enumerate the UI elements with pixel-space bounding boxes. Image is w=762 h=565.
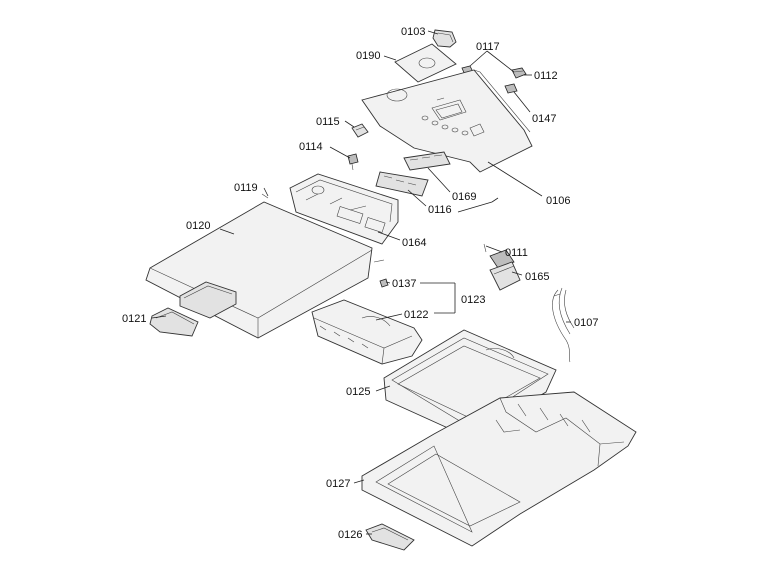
label-0114: 0114	[299, 141, 323, 153]
button-strip-0116	[375, 171, 429, 197]
label-0125: 0125	[346, 386, 370, 398]
label-0137: 0137	[392, 278, 416, 290]
screw-0119	[261, 193, 269, 199]
part-0126	[365, 523, 415, 551]
handle-0121	[149, 307, 199, 337]
part-labels: 0103 0190 0117 0112 0147 0115 0114 0169 …	[122, 26, 598, 541]
label-0169: 0169	[452, 191, 476, 203]
label-sheet-0190	[394, 43, 457, 83]
clip-0115	[351, 123, 369, 138]
label-0111: 0111	[505, 247, 528, 259]
label-0164: 0164	[402, 237, 426, 249]
label-0107: 0107	[574, 317, 598, 329]
part-0114	[347, 153, 359, 171]
electronic-board-0164	[289, 173, 399, 245]
label-0190: 0190	[356, 50, 380, 62]
label-0119: 0119	[234, 182, 258, 194]
part-0112	[511, 67, 527, 79]
base-frame-0127	[361, 391, 637, 547]
label-0127: 0127	[326, 478, 350, 490]
part-0147	[504, 83, 518, 94]
lid-0120	[145, 201, 373, 339]
label-0121: 0121	[122, 313, 146, 325]
label-0117: 0117	[476, 41, 500, 53]
wire-harness-0107	[552, 287, 575, 363]
label-0115: 0115	[316, 116, 340, 128]
control-panel-0106	[361, 69, 533, 173]
clip-0137	[379, 278, 389, 288]
label-0103: 0103	[401, 26, 425, 38]
knob-0103	[432, 29, 457, 48]
label-0147: 0147	[532, 113, 556, 125]
label-0122: 0122	[404, 309, 428, 321]
label-0126: 0126	[338, 529, 362, 541]
label-0123: 0123	[461, 294, 485, 306]
label-0165: 0165	[525, 271, 549, 283]
label-0112: 0112	[534, 70, 558, 82]
part-0165	[489, 261, 521, 291]
detergent-drawer-0122	[311, 299, 423, 365]
label-0116: 0116	[428, 204, 452, 216]
label-0120: 0120	[186, 220, 210, 232]
button-strip-0169	[403, 151, 451, 171]
leader-lines	[151, 30, 571, 535]
small-part-right-of-lid	[373, 259, 385, 263]
label-0106: 0106	[546, 195, 570, 207]
